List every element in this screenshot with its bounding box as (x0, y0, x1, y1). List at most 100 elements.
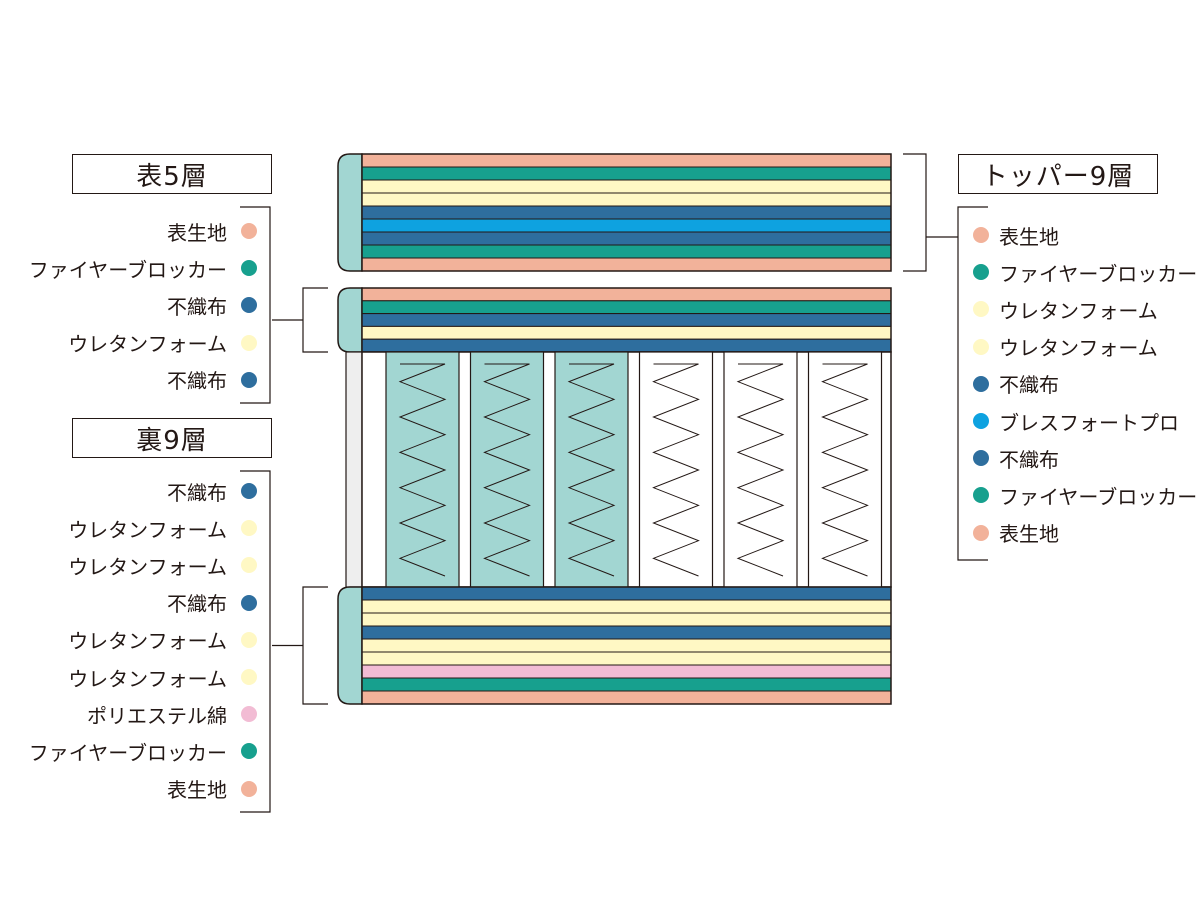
legend-item: 表生地 (167, 221, 257, 245)
legend-item: ファイヤーブロッカー (29, 741, 257, 765)
legend-item-label: ブレスフォートプロ (999, 410, 1179, 435)
topper-layer (361, 257, 892, 272)
top-layers-legend: 表生地ファイヤーブロッカー不織布ウレタンフォーム不織布 (0, 0, 257, 900)
layer-color-swatch-icon (241, 706, 257, 723)
topper-layer (361, 244, 892, 259)
legend-item-label: ウレタンフォーム (68, 666, 227, 691)
legend-item: ファイヤーブロッカー (29, 258, 257, 282)
legend-item-label: ウレタンフォーム (999, 298, 1158, 323)
legend-item: 表生地 (973, 225, 1059, 249)
legend-item: 不織布 (973, 373, 1059, 397)
legend-item-label: ファイヤーブロッカー (999, 261, 1198, 286)
legend-item: ファイヤーブロッカー (973, 262, 1197, 286)
layer-color-swatch-icon (241, 669, 257, 685)
bottom-layers-title: 裏9層 (72, 418, 272, 458)
topper-layer (361, 205, 892, 220)
legend-item-label: 不織布 (999, 373, 1059, 398)
top-layer (361, 338, 892, 353)
layer-color-swatch-icon (241, 297, 257, 314)
topper-legend-bracket (957, 206, 988, 561)
layer-color-swatch-icon (241, 223, 257, 239)
legend-item-label: ファイヤーブロッカー (28, 257, 227, 282)
bottom-layer (361, 638, 892, 653)
layer-color-swatch-icon (973, 301, 989, 318)
layer-color-swatch-icon (241, 520, 257, 537)
bottom-layer (361, 612, 892, 627)
legend-item: 不織布 (167, 481, 257, 505)
spring-pocket (807, 351, 883, 588)
legend-item: ウレタンフォーム (68, 518, 257, 542)
bottom-layers-bracket (302, 586, 328, 705)
legend-item: ウレタンフォーム (973, 336, 1158, 360)
layer-color-swatch-icon (973, 413, 989, 429)
legend-item-label: 不織布 (167, 294, 227, 319)
spring-pocket (554, 351, 629, 588)
legend-item: ファイヤーブロッカー (973, 485, 1197, 509)
spring-pocket (638, 351, 714, 588)
spring-pocket (385, 351, 460, 588)
legend-item: 表生地 (973, 522, 1059, 546)
layer-color-swatch-icon (241, 260, 257, 277)
topper-layer (361, 153, 892, 168)
legend-item: ブレスフォートプロ (973, 411, 1179, 435)
topper-layers-bracket (903, 153, 927, 272)
layer-color-swatch-icon (241, 743, 257, 760)
legend-item: ポリエステル綿 (87, 704, 257, 728)
legend-item-label: ファイヤーブロッカー (28, 740, 227, 765)
legend-item-label: 不織布 (999, 447, 1059, 472)
layer-color-swatch-icon (241, 557, 257, 574)
topper-layers-legend: 表生地ファイヤーブロッカーウレタンフォームウレタンフォーム不織布ブレスフォートプ… (973, 0, 1197, 900)
bottom-layers-legend: 不織布ウレタンフォームウレタンフォーム不織布ウレタンフォームウレタンフォームポリ… (0, 0, 257, 900)
legend-item-label: ウレタンフォーム (999, 336, 1158, 361)
bottom-layer (361, 651, 892, 666)
legend-item-label: ファイヤーブロッカー (999, 484, 1198, 509)
bottom-layer (361, 586, 892, 601)
spring-coil-icon (652, 363, 700, 577)
legend-item: 不織布 (167, 592, 257, 616)
bottom-legend-bracket (240, 470, 271, 813)
layer-color-swatch-icon (241, 594, 257, 611)
topper-layer (361, 231, 892, 246)
spring-pocket (469, 351, 545, 588)
spring-coil-icon (398, 363, 447, 577)
layer-color-swatch-icon (973, 375, 989, 392)
legend-item-label: 表生地 (167, 778, 227, 803)
layer-color-swatch-icon (241, 334, 257, 351)
layer-color-swatch-icon (973, 487, 989, 504)
legend-item-label: ウレタンフォーム (68, 554, 227, 579)
layer-color-swatch-icon (973, 227, 989, 243)
side-strip (345, 351, 363, 588)
spring-pocket (723, 351, 798, 588)
bottom-layer (361, 677, 892, 692)
topper-edge-band (337, 153, 363, 272)
spring-coil-icon (567, 363, 616, 577)
bottom-layer (361, 625, 892, 640)
legend-item: 不織布 (167, 369, 257, 393)
legend-item: ウレタンフォーム (68, 667, 257, 691)
bottom-edge-band (337, 586, 363, 705)
layer-color-swatch-icon (973, 338, 989, 355)
legend-item-label: 表生地 (167, 220, 227, 245)
legend-item-label: 表生地 (999, 224, 1059, 249)
topper-layer (361, 179, 892, 194)
legend-item-label: 不織布 (167, 369, 227, 394)
spring-coil-icon (736, 363, 785, 577)
top-layer (361, 313, 892, 327)
bottom-layer (361, 690, 892, 705)
layer-color-swatch-icon (241, 631, 257, 648)
layer-color-swatch-icon (973, 524, 989, 541)
legend-item-label: 不織布 (167, 480, 227, 505)
layer-color-swatch-icon (241, 483, 257, 499)
top-layer (361, 287, 892, 302)
legend-item-label: ウレタンフォーム (68, 629, 227, 654)
topper-outline (361, 153, 892, 272)
topper-layer (361, 218, 892, 233)
top-layer (361, 325, 892, 340)
topper-layer (361, 192, 892, 207)
topper-layers-title: トッパー9層 (958, 154, 1158, 194)
bottom-outline (361, 586, 892, 705)
bottom-layers-title-text: 裏9層 (136, 425, 208, 456)
legend-item-label: ポリエステル綿 (87, 703, 227, 728)
top-layers-bracket (302, 287, 328, 353)
legend-item-label: ウレタンフォーム (68, 517, 227, 542)
